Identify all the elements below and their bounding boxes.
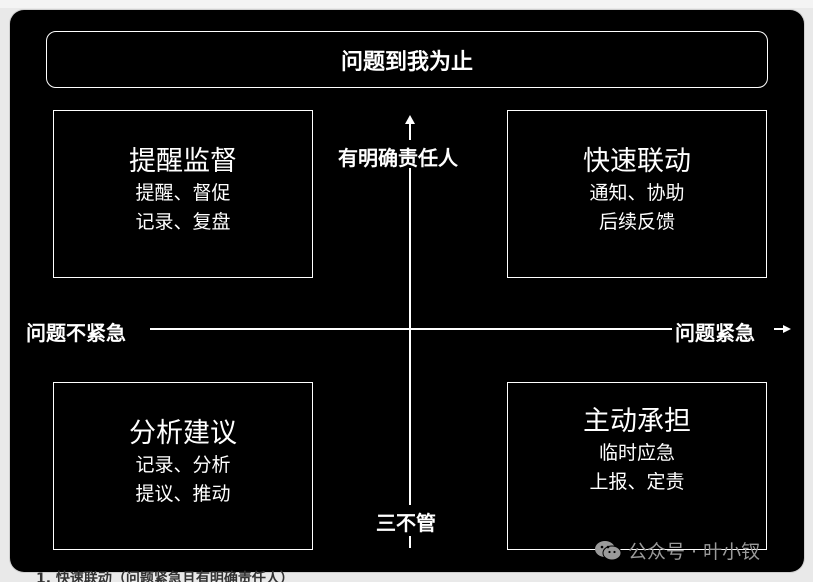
quadrant-line: 提议、推动 [135,483,231,505]
watermark: 公众号 · 叶小钗 [594,537,760,564]
quadrant-line: 后续反馈 [598,211,675,233]
quadrant-line: 记录、复盘 [135,211,231,233]
watermark-text: 公众号 · 叶小钗 [628,541,761,563]
quadrant-title: 快速联动 [583,146,691,177]
diagram-title-text: 问题到我为止 [340,49,473,75]
y-axis-arrow [405,115,415,124]
quadrant-top-right: 快速联动 通知、协助 后续反馈 [507,110,767,278]
diagram-frame [10,10,804,572]
quadrant-title: 主动承担 [583,406,691,437]
x-axis-left-label: 问题不紧急 [26,321,126,345]
y-axis-bottom-label: 三不管 [376,511,436,535]
quadrant-top-left: 提醒监督 提醒、督促 记录、复盘 [53,110,313,278]
quadrant-line: 记录、分析 [135,454,231,476]
quadrant-bottom-right: 主动承担 临时应急 上报、定责 [507,382,767,550]
quadrant-line: 通知、协助 [589,182,685,204]
quadrant-title: 提醒监督 [129,146,237,177]
diagram-title: 问题到我为止 [46,31,768,88]
page-top-strip [0,0,813,8]
wechat-icon [595,540,622,560]
y-axis-top-label: 有明确责任人 [338,146,458,170]
quadrant-title: 分析建议 [129,418,237,449]
quadrant-line: 临时应急 [598,442,675,464]
quadrant-line: 提醒、督促 [135,182,231,204]
x-axis-arrow [783,325,791,333]
quadrant-line: 上报、定责 [589,471,685,493]
x-axis-right-label: 问题紧急 [675,321,755,345]
quadrant-bottom-left: 分析建议 记录、分析 提议、推动 [53,382,313,550]
caption-fragment: 1. 快速联动（问题紧急且有明确责任人） [36,571,294,582]
